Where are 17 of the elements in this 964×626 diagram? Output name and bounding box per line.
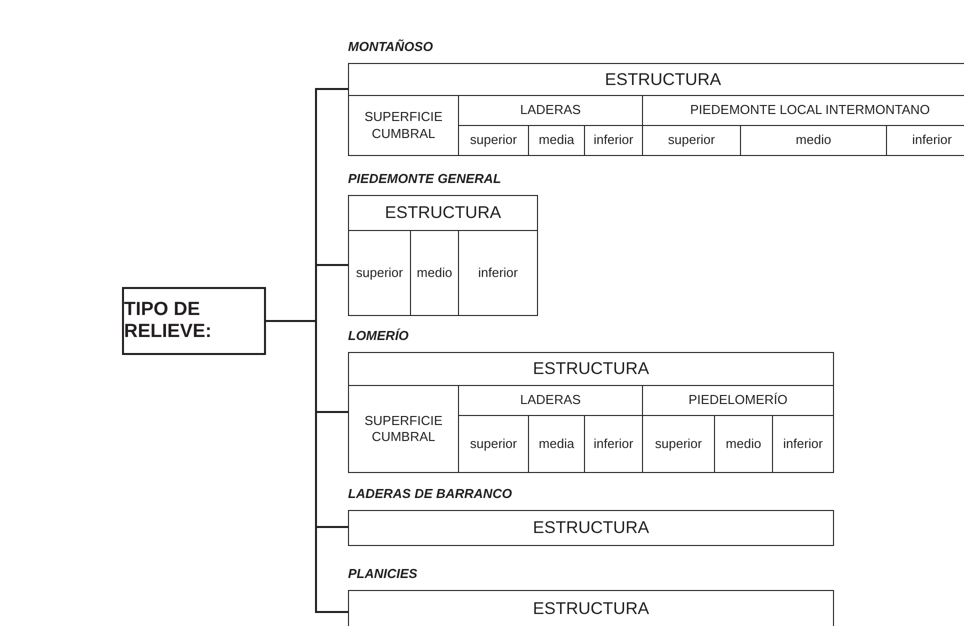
section-heading: PLANICIES xyxy=(348,566,418,581)
section-heading: LOMERÍO xyxy=(348,328,409,343)
root-box: TIPO DE RELIEVE: xyxy=(122,287,266,355)
section-heading: MONTAÑOSO xyxy=(348,39,433,54)
table-cell: ESTRUCTURA xyxy=(348,590,834,626)
table-cell: inferior xyxy=(772,415,834,473)
table-cell: inferior xyxy=(458,230,538,316)
table-cell: SUPERFICIE CUMBRAL xyxy=(348,95,459,156)
table-cell: superior xyxy=(348,230,411,316)
table-cell: ESTRUCTURA xyxy=(348,352,834,386)
table-cell: ESTRUCTURA xyxy=(348,63,964,96)
section-heading: LADERAS DE BARRANCO xyxy=(348,486,512,501)
section-heading: PIEDEMONTE GENERAL xyxy=(348,171,502,186)
connector-line xyxy=(266,320,348,613)
table-cell: ESTRUCTURA xyxy=(348,510,834,546)
table-cell: SUPERFICIE CUMBRAL xyxy=(348,385,459,473)
table-cell: ESTRUCTURA xyxy=(348,195,538,231)
